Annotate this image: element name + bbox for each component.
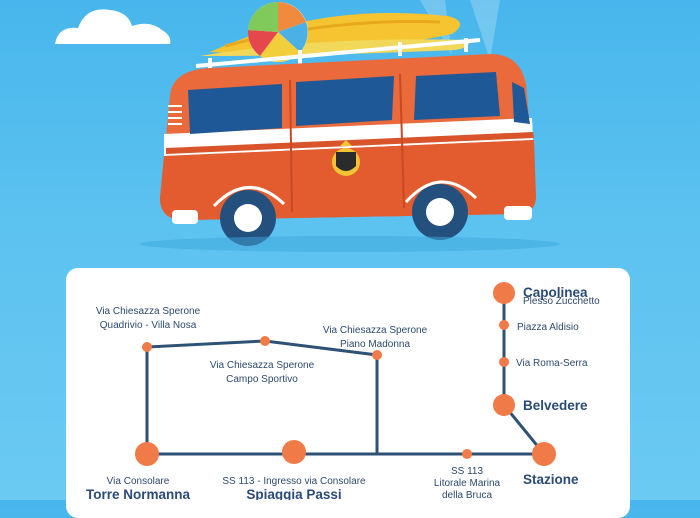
stop-label-passi-sub: SS 113 - Ingresso via Consolare [222,476,366,487]
stop-label-capolinea: Capolinea [523,285,588,300]
stop-label-campo-1: Via Chiesazza Sperone [210,360,315,371]
stop-dot-quadrivio[interactable] [142,342,152,352]
coat-of-arms-icon [332,140,360,176]
stop-label-via-roma-serra: Via Roma-Serra [516,358,588,369]
stop-label-quadrivio-2: Quadrivio - Villa Nosa [100,320,197,331]
stop-label-ss113-2: Litorale Marina [434,478,501,489]
route-line [145,293,546,456]
stop-dot-piano-madonna[interactable] [372,350,382,360]
beach-ball-icon [247,1,308,62]
stop-dot-ss113-marina[interactable] [462,449,472,459]
stop-label-quadrivio-1: Via Chiesazza Sperone [96,306,201,317]
stop-label-ss113-3: della Bruca [442,490,492,500]
ground-shadow [140,236,560,252]
route-map: Capolinea Plesso Zucchetto Piazza Aldisi… [86,282,600,500]
stop-dot-spiaggia-passi[interactable] [282,440,306,464]
stop-label-torre-normanna: Torre Normanna [86,487,191,500]
route-map-card [66,268,630,518]
stop-label-madonna-2: Piano Madonna [340,339,410,350]
stop-label-piazza-aldisio: Piazza Aldisio [517,322,579,333]
stop-label-capolinea-sub: Plesso Zucchetto [523,296,600,307]
stop-dot-piazza-aldisio[interactable] [499,320,509,330]
stop-dot-belvedere[interactable] [493,394,515,416]
stop-label-torre-sub: Via Consolare [107,476,170,487]
stop-label-spiaggia-passi: Spiaggia Passi [246,487,341,500]
stop-dot-stazione[interactable] [532,442,556,466]
stop-dot-torre-normanna[interactable] [135,442,159,466]
stop-label-belvedere: Belvedere [523,398,588,413]
cloud-icon [55,9,171,45]
stop-label-ss113-1: SS 113 [451,466,483,477]
stop-dots [135,282,556,466]
stop-label-campo-2: Campo Sportivo [226,374,298,385]
stop-dot-via-roma-serra[interactable] [499,357,509,367]
stop-dot-campo-sportivo[interactable] [260,336,270,346]
stop-label-stazione: Stazione [523,472,579,487]
stop-dot-capolinea[interactable] [493,282,515,304]
van-scene [55,0,560,252]
stop-label-madonna-1: Via Chiesazza Sperone [323,325,428,336]
van-illustration [160,54,536,246]
